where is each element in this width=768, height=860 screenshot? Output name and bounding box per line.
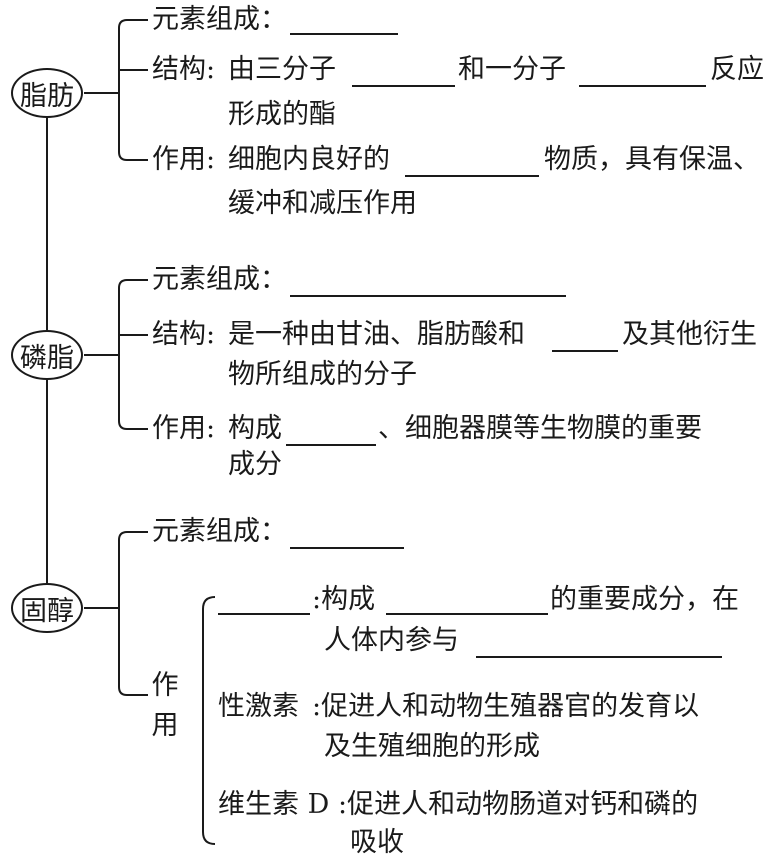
fat-function-text-2: 物质，具有保温、 [544,144,760,175]
phospholipid-function-blank [286,444,376,446]
sterol-element-blank [290,547,404,549]
phospholipid-function-line2: 成分 [228,449,282,480]
fat-element-blank [290,33,398,35]
fat-function-text-1: 细胞内良好的 [228,144,390,175]
fat-structure-label: 结构: [152,54,216,85]
phospholipid-label: 磷脂 [20,342,74,374]
fat-structure-text-3: 反应 [710,54,764,85]
phospholipid-node: 磷脂 [11,330,83,380]
fat-structure-blank-1 [352,85,455,87]
fat-function-blank [405,175,539,177]
phospholipid-element-label: 元素组成： [152,264,287,295]
fat-node: 脂肪 [11,68,83,118]
fat-structure-text-1: 由三分子 [228,54,336,85]
vitamin-d-line1: :促进人和动物肠道对钙和磷的 [338,789,699,820]
phospholipid-function-label: 作用: [152,413,216,444]
fat-element-label: 元素组成： [152,4,287,35]
fat-function-line2: 缓冲和减压作用 [228,188,417,219]
cholesterol-blank-1 [386,613,548,615]
sterol-node: 固醇 [11,583,83,633]
phospholipid-structure-label: 结构: [152,319,216,350]
phospholipid-function-text-2: 、细胞器膜等生物膜的重要 [378,413,702,444]
phospholipid-structure-blank [552,350,618,352]
phospholipid-structure-text-1: 是一种由甘油、脂肪酸和 [228,319,525,350]
phospholipid-function-text-1: 构成 [228,413,282,444]
cholesterol-line2: 人体内参与 [324,625,459,656]
sterol-function-label-1: 作 [151,670,179,701]
phospholipid-structure-text-2: 及其他衍生 [622,319,757,350]
vitamin-d-line2: 吸收 [350,827,404,858]
fat-structure-line2: 形成的酯 [228,99,336,130]
cholesterol-name-blank [218,613,310,615]
phospholipid-element-blank [290,295,566,297]
sex-hormone-label: 性激素 [218,691,299,722]
sterol-label: 固醇 [20,595,74,627]
cholesterol-text-2: 的重要成分，在 [550,584,739,615]
sterol-function-label-2: 用 [151,710,179,741]
fat-function-label: 作用: [152,144,216,175]
fat-label: 脂肪 [20,80,74,112]
vitamin-d-label: 维生素 D [218,789,330,820]
sterol-element-label: 元素组成： [152,516,287,547]
sex-hormone-line1: :促进人和动物生殖器官的发育以 [312,691,700,722]
fat-structure-text-2: 和一分子 [458,54,566,85]
fat-structure-blank-2 [579,85,706,87]
phospholipid-structure-line2: 物所组成的分子 [228,359,417,390]
sex-hormone-line2: 及生殖细胞的形成 [324,731,540,762]
cholesterol-text-1: :构成 [312,584,376,615]
cholesterol-blank-2 [476,656,722,658]
